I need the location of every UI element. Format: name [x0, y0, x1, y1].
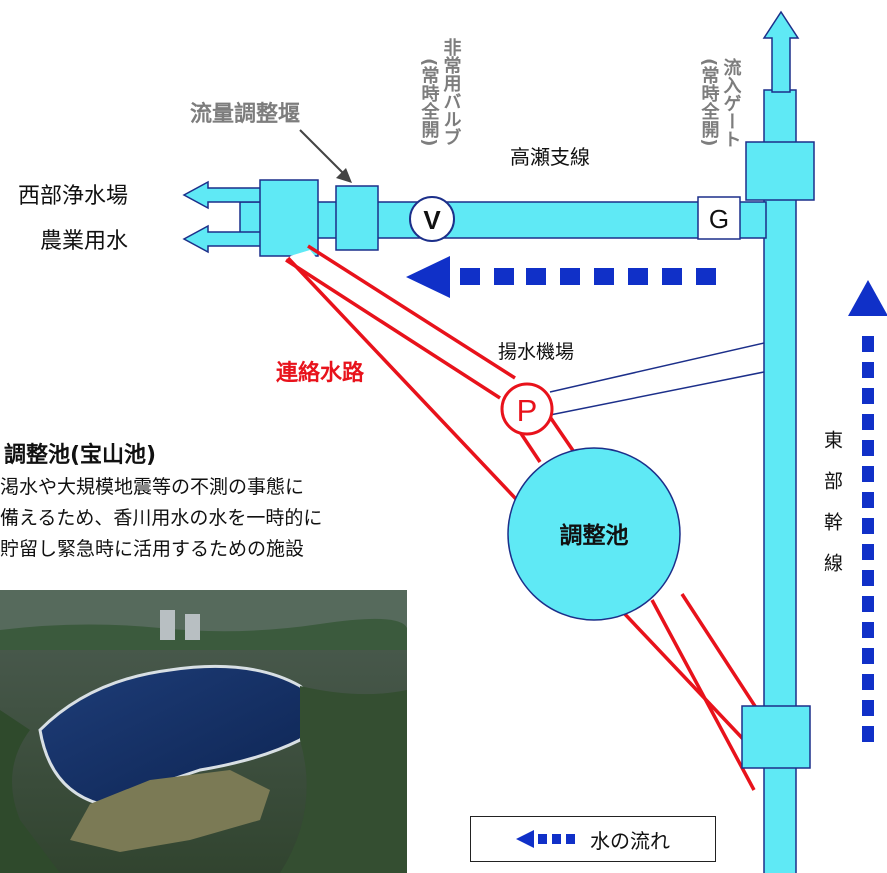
reservoir-info-panel: 調整池(宝山池) 渇水や大規模地震等の不測の事態に 備えるため、香川用水の水を一…	[0, 440, 460, 565]
reservoir-info-line-1: 渇水や大規模地震等の不測の事態に	[0, 476, 305, 498]
inflow-gate-note: (常時全開)	[699, 58, 721, 146]
agri-water-label: 農業用水	[40, 229, 128, 254]
trunk-outlet-arrow-icon	[762, 10, 800, 93]
emergency-valve-label: 非常用バルブ	[441, 37, 462, 146]
gate-symbol: G	[709, 204, 729, 234]
branch-junction-box	[259, 179, 319, 257]
trunk-flow-arrow-icon	[848, 280, 887, 742]
reservoir-info-line-2: 備えるため、香川用水の水を一時的に	[0, 507, 323, 529]
pump-symbol: P	[517, 393, 538, 428]
pump-station-label: 揚水機場	[498, 341, 574, 363]
west-plant-outlet-arrow-icon	[182, 180, 263, 210]
legend-label: 水の流れ	[590, 828, 670, 853]
valve-circle	[409, 196, 455, 242]
reservoir-info-title: 調整池(宝山池)	[4, 443, 157, 468]
reservoir-trunk-channel-b	[680, 593, 766, 721]
takase-branch-pipe	[239, 201, 767, 239]
legend-box: 水の流れ	[470, 816, 716, 862]
east-main-label: 東部幹線	[821, 430, 843, 594]
connecting-channel-upper-edge	[307, 244, 516, 380]
inflow-gate-label: 流入ゲート	[721, 57, 742, 148]
weir-pointer-line	[299, 129, 347, 177]
trunk-junction-upper	[745, 141, 815, 201]
weir-pointer-arrowhead-icon	[336, 168, 352, 183]
pump-station-line-a	[549, 342, 765, 393]
agri-outlet-arrow-icon	[182, 224, 263, 254]
pump-circle	[500, 382, 554, 436]
reservoir-trunk-channel-a	[650, 599, 756, 791]
pump-station-line-b	[549, 371, 765, 416]
connecting-channel-lower-edge	[285, 258, 501, 400]
reservoir-photo-illustration	[0, 590, 407, 873]
takase-branch-label: 高瀬支線	[510, 145, 590, 169]
reservoir-circle	[507, 447, 681, 621]
valve-symbol: V	[423, 205, 441, 235]
flow-weir-label: 流量調整堰	[190, 101, 300, 127]
reservoir-label: 調整池	[560, 522, 629, 549]
branch-flow-arrow-icon	[406, 256, 716, 298]
connecting-channel-label: 連絡水路	[276, 360, 365, 386]
flow-weir-box	[335, 185, 379, 251]
pump-reservoir-channel-b	[546, 413, 576, 453]
trunk-junction-lower	[741, 705, 811, 769]
reservoir-aerial-photo	[0, 590, 407, 873]
emergency-valve-note: (常時全開)	[419, 58, 441, 146]
legend-flow-arrow-icon	[516, 830, 575, 848]
west-plant-label: 西部浄水場	[18, 184, 128, 209]
reservoir-info-line-3: 貯留し緊急時に活用するための施設	[0, 538, 305, 560]
pump-reservoir-channel-a	[518, 431, 542, 463]
gate-box	[697, 196, 741, 240]
